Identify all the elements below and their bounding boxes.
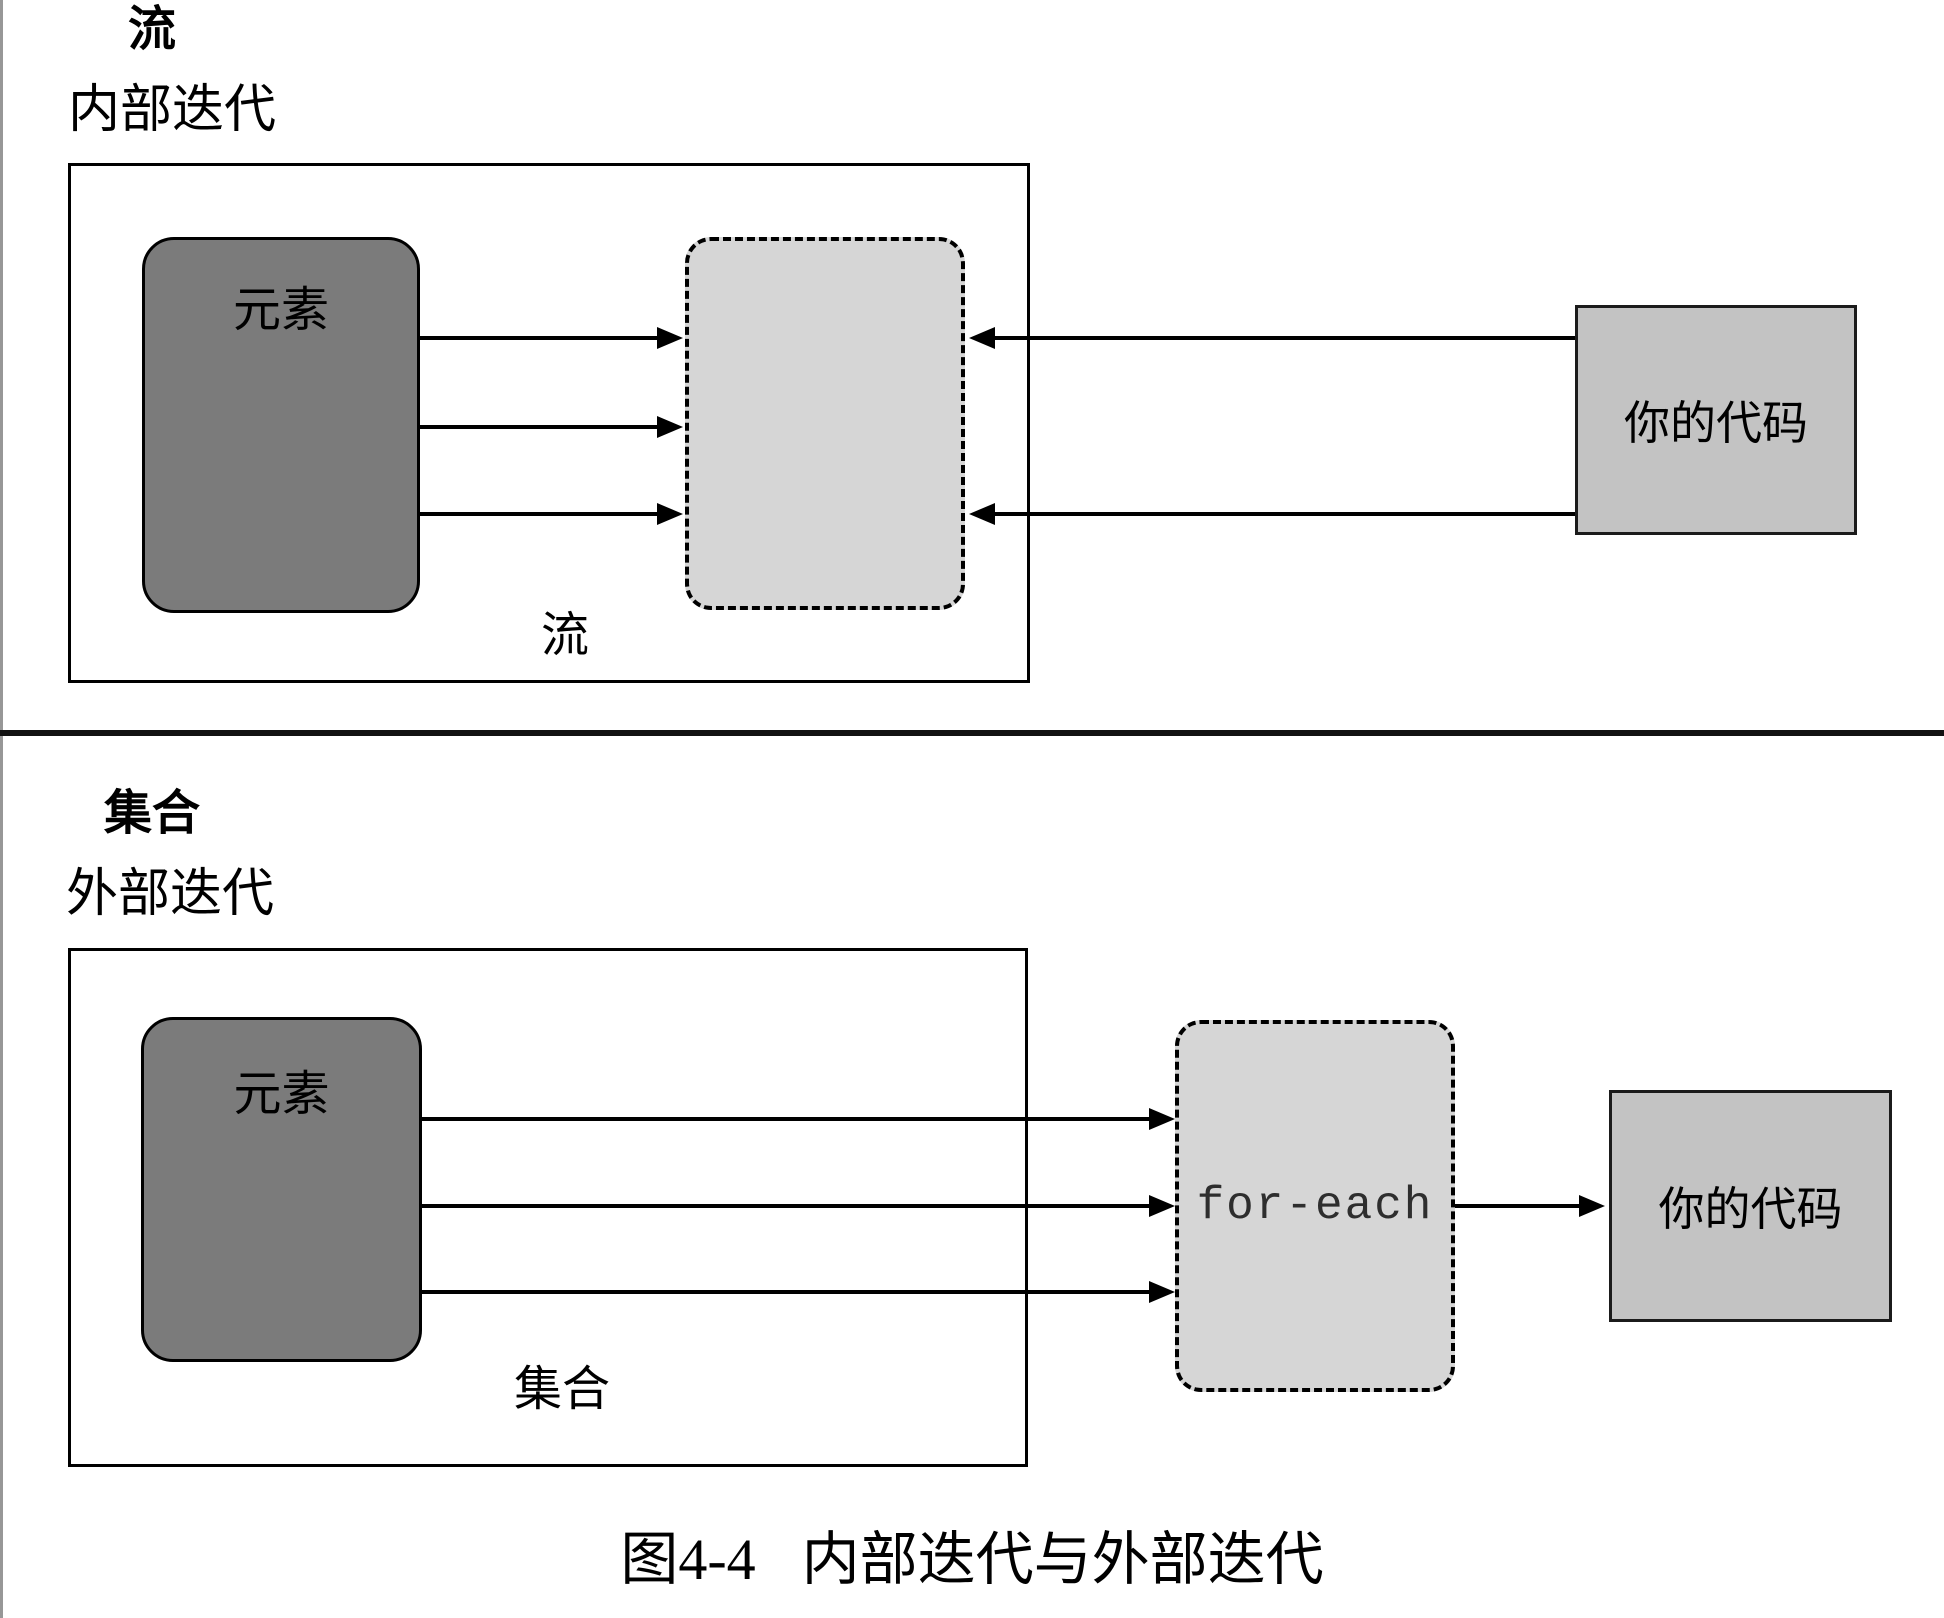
figure-caption: 图4-4 内部迭代与外部迭代 [0,1512,1944,1596]
foreach-iterator-box: for-each [1175,1020,1455,1392]
stream-elements-box: 元素 [142,237,420,613]
your-code-label-stream: 你的代码 [1624,398,1808,449]
arrow-collection-element-1-head-icon [1149,1108,1175,1130]
collection-elements-box: 元素 [141,1017,422,1362]
collection-elements-label: 元素 [233,1068,330,1121]
panel-separator-line [0,730,1944,736]
arrow-stream-element-1-head-icon [657,327,683,349]
arrow-stream-element-2-head-icon [657,416,683,438]
arrow-collection-element-1-line [422,1117,1149,1121]
arrow-stream-element-1-line [420,336,657,340]
arrow-stream-element-3-line [420,512,657,516]
arrow-code-to-iterator-1-line [995,336,1575,340]
stream-internal-iterator-box [685,237,965,610]
arrow-foreach-to-code-line [1455,1204,1579,1208]
collection-panel-title: 集合 [104,787,201,840]
your-code-label-collection: 你的代码 [1658,1184,1843,1235]
arrow-foreach-to-code-head-icon [1579,1195,1605,1217]
arrow-collection-element-2-line [422,1204,1149,1208]
arrow-stream-element-2-line [420,425,657,429]
stream-container-label: 流 [540,609,590,662]
arrow-stream-element-3-head-icon [657,503,683,525]
your-code-box-stream: 你的代码 [1575,305,1857,535]
collection-panel-subtitle: 外部迭代 [66,866,275,923]
collection-container-label: 集合 [513,1363,611,1416]
stream-panel-subtitle: 内部迭代 [68,82,277,139]
arrow-code-to-iterator-1-head-icon [969,327,995,349]
stream-elements-label: 元素 [232,284,329,337]
foreach-label: for-each [1196,1180,1434,1232]
arrow-code-to-iterator-2-line [995,512,1575,516]
arrow-collection-element-3-head-icon [1149,1281,1175,1303]
stream-panel-title: 流 [128,3,177,56]
your-code-box-collection: 你的代码 [1609,1090,1892,1322]
arrow-collection-element-3-line [422,1290,1149,1294]
figure-caption-title: 内部迭代与外部迭代 [801,1527,1324,1592]
page-edge-line [0,0,3,1618]
arrow-code-to-iterator-2-head-icon [969,503,995,525]
arrow-collection-element-2-head-icon [1149,1195,1175,1217]
figure-caption-number: 图4-4 [620,1527,756,1592]
